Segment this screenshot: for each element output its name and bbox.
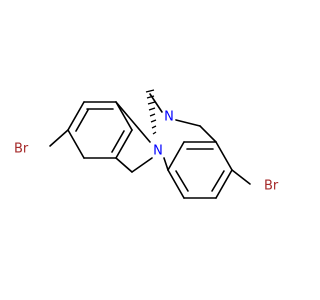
right-benzene-ring	[167, 141, 233, 199]
wedge-dash	[148, 107, 156, 111]
double-bond	[75, 109, 89, 132]
bond	[115, 101, 151, 143]
dashed-wedge-bond	[145, 89, 157, 135]
bond-to-bromine-left	[49, 129, 69, 147]
bond	[67, 101, 85, 131]
double-bond	[175, 170, 189, 192]
bond	[167, 169, 185, 199]
wedge-dash	[149, 113, 156, 117]
bond	[163, 157, 169, 171]
wedge-dash	[151, 125, 157, 129]
bridge-bonds	[115, 93, 217, 173]
bromine-atom-right: Br	[264, 179, 279, 194]
bond-to-bromine-right	[231, 169, 251, 185]
nitrogen-atom-bottom: N	[153, 144, 163, 159]
bond	[115, 157, 133, 173]
wedge-dash	[147, 101, 156, 105]
bond	[167, 141, 185, 171]
double-bond	[211, 170, 225, 192]
bond	[175, 119, 201, 127]
bond	[115, 101, 133, 131]
wedge-dash	[152, 131, 157, 135]
wedge-dash	[150, 119, 157, 123]
bond	[215, 141, 233, 171]
bromine-atom-left: Br	[14, 142, 29, 157]
wedge-dash	[145, 89, 155, 93]
nitrogen-atom-top: N	[164, 110, 174, 125]
bond	[199, 125, 217, 143]
bond	[115, 129, 133, 159]
bond	[215, 169, 233, 199]
bond	[131, 157, 153, 173]
molecule-diagram: N N Br Br	[14, 89, 279, 199]
wedge-dash	[146, 95, 155, 99]
left-benzene-ring	[67, 101, 133, 159]
double-bond	[111, 130, 125, 153]
bond	[67, 129, 85, 159]
